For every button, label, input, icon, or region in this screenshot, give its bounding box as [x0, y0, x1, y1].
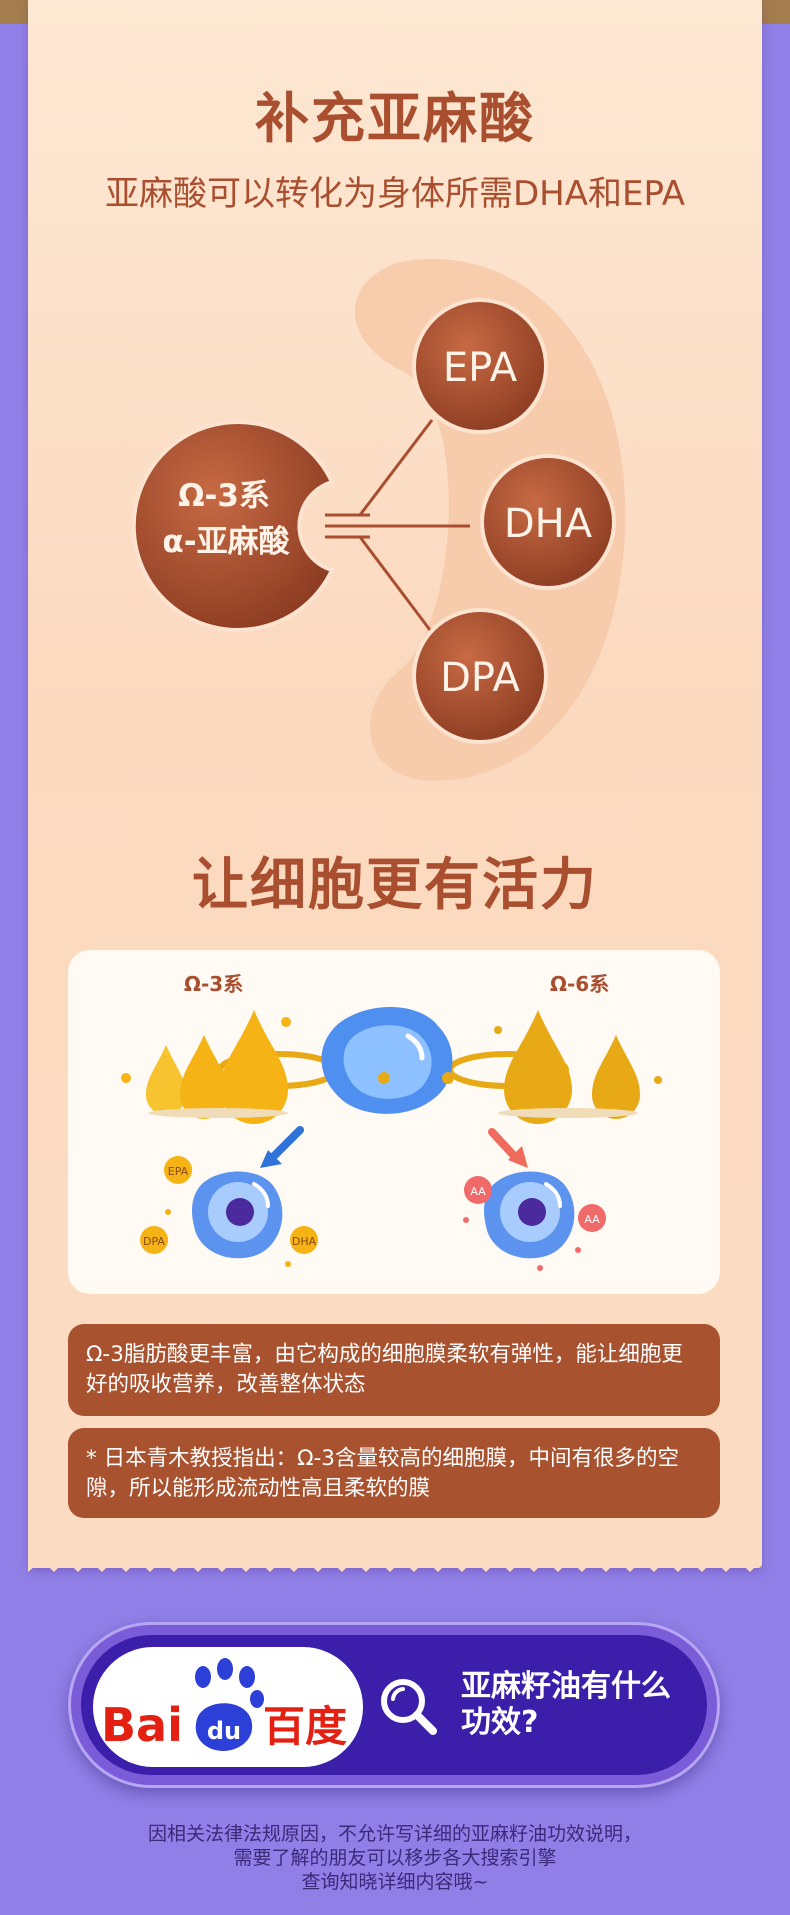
baidu-logo-bai: Bai — [101, 1698, 183, 1752]
footnote-line1: 因相关法律法规原因，不允许写详细的亚麻籽油功效说明， — [147, 1823, 642, 1845]
source-line1: Ω-3系 — [178, 478, 270, 514]
search-icon[interactable] — [377, 1675, 441, 1739]
dpa-tag: DPA — [143, 1235, 165, 1248]
omega3-oil-drops-icon — [121, 1010, 291, 1124]
cell-illustration: EPA DPA DHA AA AA — [121, 1006, 662, 1271]
baidu-search-banner[interactable]: Bai du 百度 亚麻籽油有什么功效? — [68, 1622, 720, 1788]
info-box-omega3-benefit: Ω-3脂肪酸更丰富，由它构成的细胞膜柔软有弹性，能让细胞更好的吸收营养，改善整体… — [68, 1324, 720, 1416]
connector-lines — [325, 419, 470, 631]
epa-tag: EPA — [168, 1165, 189, 1178]
section-title-supplement: 补充亚麻酸 — [255, 87, 535, 150]
baidu-logo: Bai du 百度 — [93, 1647, 363, 1767]
dha-bubble — [480, 454, 616, 590]
epa-bubble — [412, 298, 548, 434]
conversion-diagram: Ω-3系 α-亚麻酸 EPA DHA DPA — [131, 258, 626, 781]
baidu-logo-du: du — [207, 1717, 241, 1745]
section-subtitle: 亚麻酸可以转化为身体所需DHA和EPA — [104, 174, 686, 214]
search-banner-inner: Bai du 百度 亚麻籽油有什么功效? — [81, 1635, 707, 1775]
search-query-text[interactable]: 亚麻籽油有什么功效? — [461, 1669, 671, 1740]
alpha-linolenic-bubble — [131, 420, 335, 632]
dha-tag: DHA — [292, 1235, 317, 1248]
baidu-paw-logo-icon: Bai du 百度 — [101, 1658, 347, 1752]
legal-footnote: 因相关法律法规原因，不允许写详细的亚麻籽油功效说明， 需要了解的朋友可以移步各大… — [0, 1822, 790, 1894]
footnote-line2: 需要了解的朋友可以移步各大搜索引擎 — [233, 1847, 557, 1869]
central-cell-icon — [321, 1006, 454, 1114]
section-title-cell-vitality: 让细胞更有活力 — [192, 853, 598, 918]
omega3-cell-icon — [192, 1171, 283, 1259]
dha-label: DHA — [504, 501, 593, 547]
epa-label: EPA — [443, 345, 518, 391]
footnote-line3: 查询知晓详细内容哦~ — [301, 1871, 489, 1893]
omega3-label: Ω-3系 — [184, 972, 244, 996]
aa-tag-2: AA — [584, 1213, 600, 1226]
info-box-professor-quote: * 日本青木教授指出：Ω-3含量较高的细胞膜，中间有很多的空隙，所以能形成流动性… — [68, 1428, 720, 1518]
omega6-label: Ω-6系 — [550, 972, 610, 996]
source-line2: α-亚麻酸 — [162, 524, 290, 560]
omega6-oil-drops-icon — [494, 1010, 662, 1124]
content-card — [28, 0, 762, 1568]
omega6-cell-icon — [484, 1171, 575, 1259]
baidu-logo-cn: 百度 — [263, 1702, 347, 1751]
dpa-bubble — [412, 608, 548, 744]
zigzag-edge — [28, 1550, 762, 1572]
cell-illustration-panel: Ω-3系 Ω-6系 — [68, 950, 720, 1294]
aa-tag-1: AA — [470, 1185, 486, 1198]
dpa-label: DPA — [440, 655, 520, 701]
